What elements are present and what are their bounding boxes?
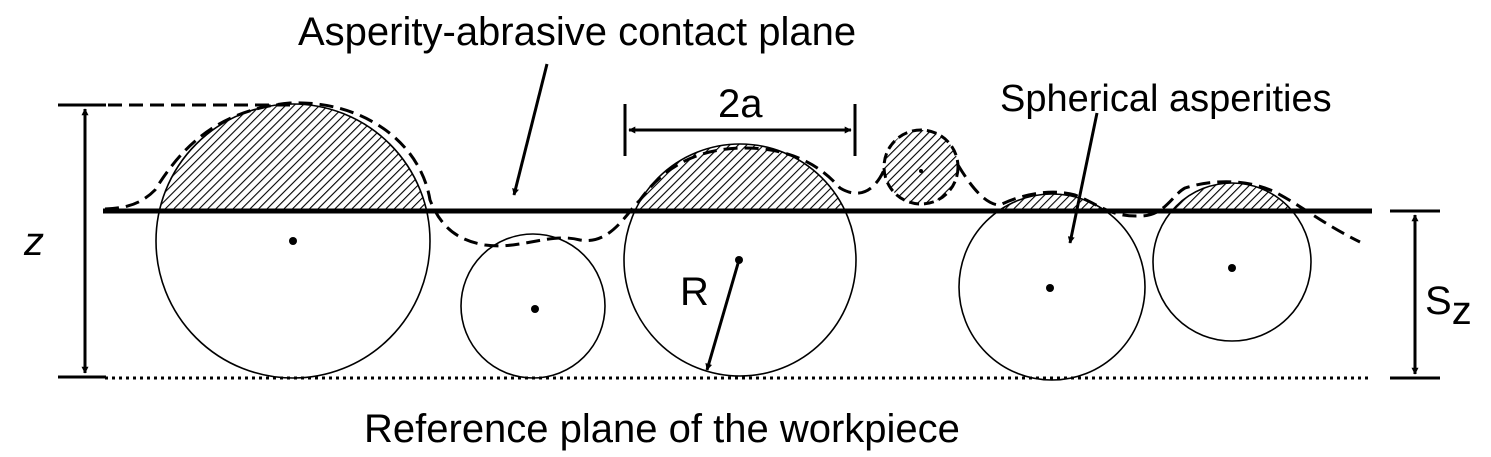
center-dot-4	[1046, 284, 1054, 292]
small-asperity-center	[919, 169, 923, 173]
contact-plane-leader-arrow	[512, 63, 549, 196]
contact-caps	[159, 104, 1293, 211]
surface-profile-dashed	[104, 101, 1361, 248]
height-label: z	[23, 220, 44, 264]
center-dot-1	[289, 237, 297, 245]
asperities-leader-arrow	[1067, 112, 1099, 244]
contact-width-label: 2a	[718, 82, 763, 126]
small-hatched-asperity	[882, 128, 960, 206]
asperity-circle-5	[1152, 182, 1312, 342]
asperity-cap-5	[1171, 183, 1293, 211]
separation-base: S	[1425, 279, 1452, 323]
separation-subscript: z	[1452, 289, 1472, 333]
contact-plane-label: Asperity-abrasive contact plane	[298, 10, 856, 54]
center-dot-5	[1228, 264, 1236, 272]
spherical-asperities-label: Spherical asperities	[1000, 78, 1332, 120]
asperity-circle-4	[958, 193, 1146, 381]
center-dot-2	[531, 305, 539, 313]
asperity-circle-3	[623, 143, 857, 377]
asperity-cap-1	[159, 104, 427, 211]
separation-label: Sz	[1425, 279, 1472, 333]
radius-arrow	[705, 259, 741, 371]
radius-label: R	[680, 270, 709, 314]
reference-plane-label: Reference plane of the workpiece	[364, 407, 960, 451]
asperity-circle-1	[155, 103, 431, 379]
